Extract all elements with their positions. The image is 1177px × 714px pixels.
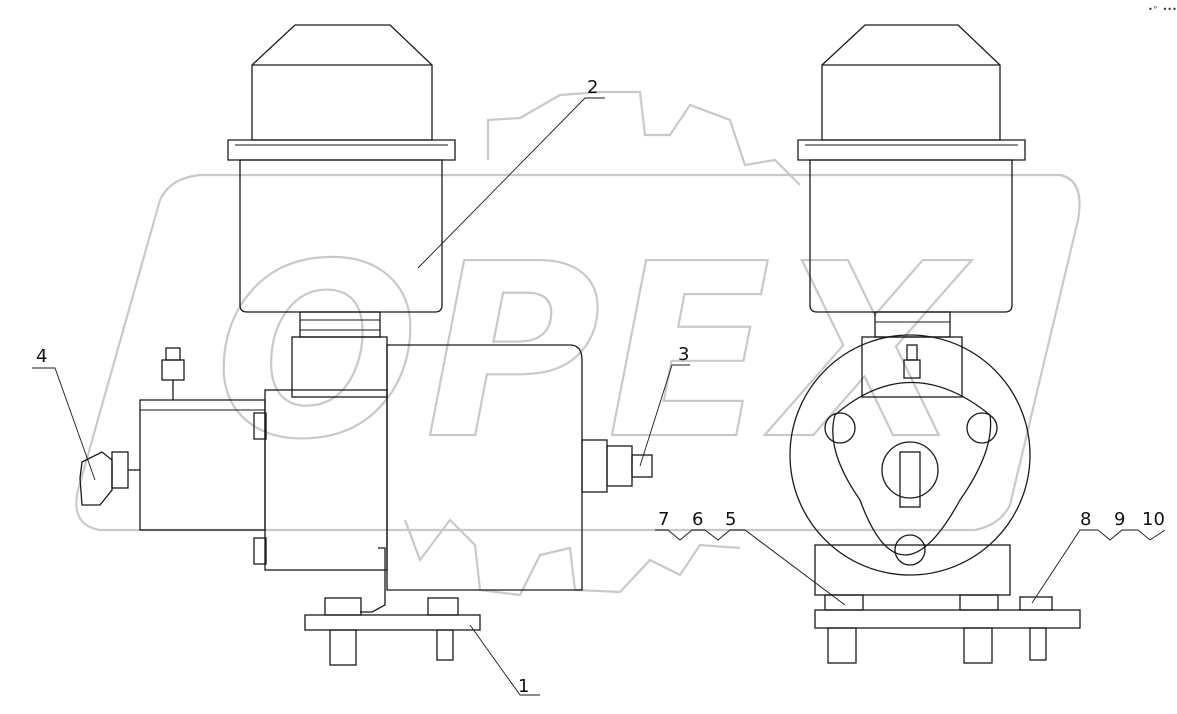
callout-4: 4 (36, 346, 47, 367)
callout-2: 2 (587, 77, 598, 98)
left-base-bolt-head-1 (324, 597, 362, 616)
left-stud-2 (436, 629, 454, 661)
pump-round-housing (789, 334, 1031, 576)
left-stud-1 (329, 629, 357, 666)
right-filter-canister (809, 159, 1013, 313)
callout-labels: 1 2 3 4 5 6 7 8 9 10 (36, 77, 1165, 697)
callout-9: 9 (1114, 509, 1125, 530)
watermark-swoosh (75, 173, 1081, 532)
callout-8: 8 (1080, 509, 1091, 530)
left-bracket (360, 547, 386, 613)
right-stud-1 (827, 627, 857, 664)
right-stud-2 (963, 627, 993, 664)
left-grease-nipple (161, 359, 185, 381)
pump-triangular-flange (832, 381, 992, 556)
right-filter-flange (797, 139, 1026, 161)
leader-2 (417, 97, 605, 269)
right-unit-end-view (789, 24, 1081, 664)
flange-bolt-1 (824, 412, 856, 444)
right-bolt-head-2 (959, 594, 999, 611)
callout-3: 3 (678, 344, 689, 365)
left-base-bolt-head-2 (427, 597, 459, 616)
right-base-plate (814, 609, 1081, 629)
watermark: OPEX (75, 90, 1081, 597)
left-cylinder (139, 399, 266, 531)
left-bolt-lower (253, 537, 267, 565)
callout-1: 1 (518, 676, 529, 697)
flange-bolt-2 (966, 412, 998, 444)
callout-7: 7 (658, 509, 669, 530)
left-unit-side-view (79, 24, 653, 666)
right-upper-housing (861, 336, 963, 398)
right-base-block (814, 544, 1011, 596)
callout-10: 10 (1142, 509, 1165, 530)
leader-8-9-10 (1031, 529, 1166, 604)
left-bolt-upper (253, 412, 267, 440)
right-bolt-head-1 (824, 594, 864, 611)
watermark-text: OPEX (215, 212, 972, 492)
shaft-boss (881, 441, 939, 499)
corner-mark: •° ••• (1148, 5, 1177, 14)
leader-5-6-7 (655, 529, 846, 606)
leader-1 (469, 624, 540, 696)
shaft (899, 451, 921, 508)
elbow-fitting (79, 451, 113, 506)
right-bolt-head-3 (1019, 596, 1053, 611)
left-base-plate (304, 614, 481, 631)
outlet-stub (631, 454, 653, 478)
flange-bolt-3 (894, 534, 926, 566)
leaders (32, 97, 1166, 696)
left-main-body (386, 344, 583, 591)
left-filter-cap (251, 24, 433, 141)
callout-6: 6 (692, 509, 703, 530)
leader-3 (639, 364, 690, 467)
watermark-gear (403, 90, 801, 597)
elbow-nut (111, 451, 129, 489)
leader-4 (32, 367, 96, 481)
left-filter-flange (227, 139, 456, 161)
left-filter-canister (239, 159, 443, 313)
right-filter-cap (821, 24, 1001, 141)
callout-5: 5 (725, 509, 736, 530)
right-stud-3 (1029, 627, 1047, 661)
